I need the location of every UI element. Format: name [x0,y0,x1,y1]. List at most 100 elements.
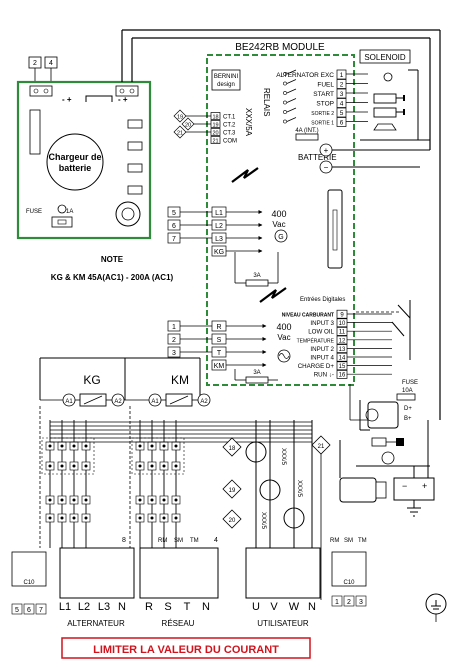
solenoid-coil-icon [383,72,393,82]
digital-num-9: 9 [340,313,344,319]
res-r: R [145,601,153,613]
alt-l3: L3 [98,601,110,613]
term-6: 6 [27,607,31,614]
relay-switch-icon [286,107,297,113]
relay-coil-1-icon [373,93,397,104]
term-3: 3 [359,599,363,606]
km-a1: A1 [151,399,159,405]
relay-label-3: START [313,91,334,98]
svg-text:+: + [422,481,427,491]
user-v: V [270,601,278,613]
relay-terminal-2 [336,79,347,89]
utilisateur-title: UTILISATEUR [257,619,309,628]
gen-label-L1: L1 [215,210,223,217]
terminal-dot-icon [84,464,88,468]
digital-label-9: NIVEAU CARBURANT [282,313,334,319]
gen-label-L3: L3 [215,236,223,243]
relay-terminal-1 [336,69,347,80]
relay-terminal-4 [336,98,347,108]
alternateur-title: ALTERNATEUR [67,619,125,628]
mains-label-S: S [217,337,222,344]
note-title: NOTE [101,255,124,264]
relay-contact-icon [283,119,287,124]
svg-text:−: − [324,163,329,172]
fuse-3a-mains: 3A [253,370,260,376]
digital-num-15: 15 [339,364,346,370]
bernini-logo [211,69,241,91]
res-s: S [164,601,171,613]
relay-switch-icon [286,88,297,94]
relay-label-6: SORTIE 1 [311,121,334,127]
user-n: N [308,601,316,613]
terminal-dot-icon [60,516,64,520]
terminal-dot-icon [84,444,88,448]
starter-motor-icon [339,477,377,503]
terminal-dot-icon [150,464,154,468]
kg-label: KG [83,373,100,387]
ct-num-18: 18 [212,115,218,121]
digital-label-10: INPUT 3 [310,320,334,327]
fuse-holder-icon [57,204,67,214]
relay-switch-icon [286,98,297,103]
top-terminal-block: 2 4 [28,56,58,82]
mains-label-KM: KM [214,363,225,370]
kg-a1: A1 [65,399,73,405]
svg-text:−: − [402,481,407,491]
note-block: NOTE KG & KM 45A(AC1) - 200A (AC1) [51,255,174,282]
warning-frame [61,637,311,659]
lightning-icon-2 [259,287,287,303]
relay-label-2: FUEL [317,82,334,89]
breaker-c10-right [331,551,367,587]
relay-terminal-5 [336,107,347,118]
charger-title-1: Chargeur de [48,152,101,162]
battery-charger: - + - + Chargeur de batterie FUSE 1A [16,80,152,240]
charger-polarity-left: - + [62,95,72,104]
module-vertical-label: XXX/5A [244,108,253,137]
ct-diamond-num-20: 20 [185,123,191,129]
gen-voltage-unit: Vac [272,220,285,229]
svg-text:+: + [324,146,329,155]
mains-label-T: T [217,350,222,357]
terminal-dot-icon [72,498,76,502]
int-fuse-label: 4A (INT.) [295,128,318,134]
alternator-terminals: C10 5 6 7 8 L1 L2 L3 N ALTERNATEUR [11,537,135,628]
ct-diamond-num-19: 19 [177,115,183,121]
alt-n: N [118,601,126,613]
engine-section: FUSE 10A D+ B+ − + [339,300,435,517]
charger-bus-wires [121,29,441,420]
charger-polarity-right: - + [118,95,128,104]
solenoid-block: SOLENOID [359,49,430,141]
terminal-dot-icon [72,444,76,448]
digital-inputs-title: Entrées Digitales [300,297,345,303]
alt-l2: L2 [78,601,90,613]
logo-line-1: BERNINI [214,74,239,80]
module-frame [206,54,355,386]
charger-fuse-label: FUSE [26,209,42,215]
terminal-dot-icon [138,444,142,448]
ct-diamond-20 [181,117,195,131]
mains-ext-num-3: 3 [172,350,176,357]
terminal-dot-icon [162,516,166,520]
battery-section: 4A (INT.) BATTERIE + − [231,128,430,303]
solenoid-label: SOLENOID [364,53,406,62]
user-u: U [252,601,260,613]
terminal-dot-icon [84,516,88,520]
terminal-dot-icon [48,516,52,520]
terminal-dot-icon [150,444,154,448]
terminal-dot-icon [60,498,64,502]
res-n: N [202,601,210,613]
gen-voltage-value: 400 [271,209,286,219]
ct-label: CT.1 [223,115,236,121]
terminal-dot-icon [174,516,178,520]
terminal-dot-icon [60,464,64,468]
relay-contact-icon [283,100,287,105]
sm-right: SM [344,538,353,544]
terminal-dot-icon [48,498,52,502]
contactor-matrix [39,406,312,548]
digital-num-11: 11 [339,330,346,336]
ct-label: CT.3 [223,131,236,137]
terminal-dot-icon [174,444,178,448]
marker-19: 19 [229,488,236,494]
